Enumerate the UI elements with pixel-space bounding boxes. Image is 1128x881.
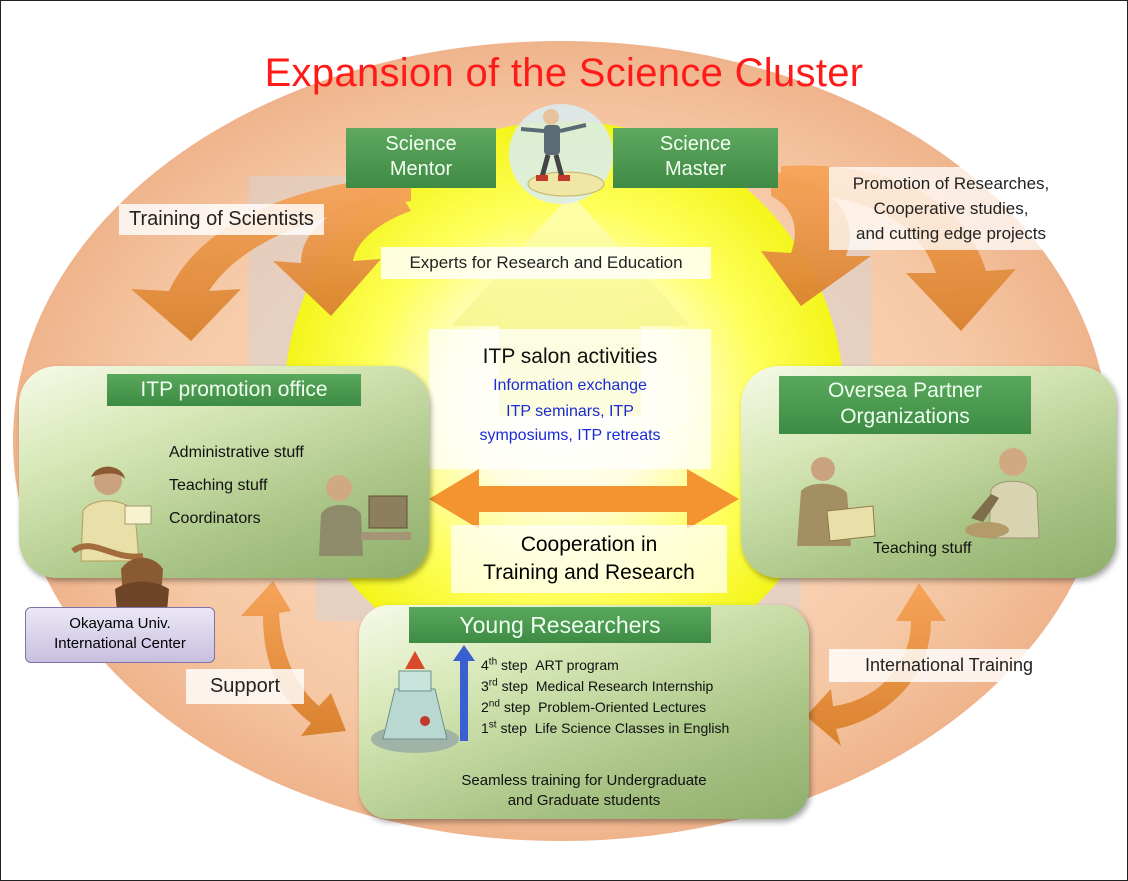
- promotion-label: Promotion of Researches, Cooperative stu…: [829, 167, 1073, 250]
- oversea-teaching-stuff: Teaching stuff: [873, 540, 972, 557]
- cooperation-box: Cooperation in Training and Research: [451, 525, 727, 593]
- young-footer-line: and Graduate students: [507, 792, 661, 809]
- step-up-arrow-icon: [453, 645, 475, 741]
- person-with-box-icon: [775, 451, 885, 551]
- itp-promotion-office-heading: ITP promotion office: [107, 374, 361, 406]
- itp-salon-heading: ITP salon activities: [482, 345, 658, 368]
- young-researchers-panel: Young Researchers 4th step ART program 3…: [359, 605, 809, 819]
- promotion-line: Cooperative studies,: [873, 199, 1029, 218]
- curved-arrow-left-inner: [273, 186, 411, 316]
- office-item: Administrative stuff: [169, 444, 304, 461]
- training-of-scientists-label: Training of Scientists: [119, 204, 324, 235]
- step-row: 2nd step Problem-Oriented Lectures: [481, 698, 707, 715]
- curved-arrow-left-outer: [131, 176, 411, 341]
- young-footer-line: Seamless training for Undergraduate: [461, 772, 707, 789]
- support-arrow: [241, 581, 346, 736]
- salon-line: symposiums, ITP retreats: [479, 427, 661, 444]
- office-item: Teaching stuff: [169, 477, 268, 494]
- experts-label: Experts for Research and Education: [381, 247, 711, 279]
- science-mentor-text: Science Mentor: [385, 133, 457, 180]
- handshake-icon: [111, 549, 173, 619]
- promotion-line: Promotion of Researches,: [852, 174, 1050, 193]
- curved-arrow-right-outer: [781, 165, 1016, 331]
- step-row: 3rd step Medical Research Internship: [481, 677, 714, 694]
- itp-office-items: Administrative stuff Teaching stuff Coor…: [169, 436, 304, 535]
- oversea-heading-line: Oversea Partner: [827, 379, 983, 402]
- salon-line: Information exchange: [493, 377, 647, 394]
- oversea-heading-line: Organizations: [840, 405, 970, 428]
- international-training-arrow: [806, 583, 946, 746]
- okayama-line: International Center: [54, 635, 186, 652]
- curved-arrow-right-inner: [761, 171, 871, 306]
- oversea-partner-panel: Oversea Partner Organizations Teaching s…: [741, 366, 1116, 578]
- office-item: Coordinators: [169, 510, 261, 527]
- double-arrow-horizontal: [429, 469, 739, 529]
- young-footer: Seamless training for Undergraduate and …: [359, 771, 809, 811]
- support-label: Support: [186, 669, 304, 704]
- person-at-computer-icon: [299, 466, 414, 561]
- international-training-label: International Training: [829, 649, 1069, 682]
- oversea-partner-heading: Oversea Partner Organizations: [779, 376, 1031, 434]
- science-mentor-label: Science Mentor: [346, 128, 496, 188]
- cooperation-line: Training and Research: [483, 561, 695, 584]
- science-master-text: Science Master: [659, 133, 732, 180]
- itp-salon-box: ITP salon activities Information exchang…: [429, 329, 711, 469]
- young-researchers-heading: Young Researchers: [409, 607, 711, 643]
- diagram-title: Expansion of the Science Cluster: [264, 51, 864, 95]
- step-row: 1st step Life Science Classes in English: [481, 719, 730, 736]
- climbing-tower-icon: [365, 649, 475, 759]
- person-holding-paper-icon: [63, 461, 173, 571]
- promotion-line: and cutting edge projects: [856, 224, 1046, 243]
- surfer-figure-icon: [506, 99, 616, 209]
- okayama-international-center: Okayama Univ. International Center: [25, 607, 215, 663]
- steps-list: 4th step ART program 3rd step Medical Re…: [481, 655, 729, 739]
- science-master-label: Science Master: [613, 128, 778, 188]
- person-with-microscope-icon: [951, 438, 1061, 548]
- okayama-line: Okayama Univ.: [69, 615, 171, 632]
- step-row: 4th step ART program: [481, 656, 619, 673]
- itp-promotion-office-panel: ITP promotion office Administrative stuf…: [19, 366, 429, 578]
- cooperation-line: Cooperation in: [520, 533, 658, 556]
- salon-line: ITP seminars, ITP: [506, 403, 634, 420]
